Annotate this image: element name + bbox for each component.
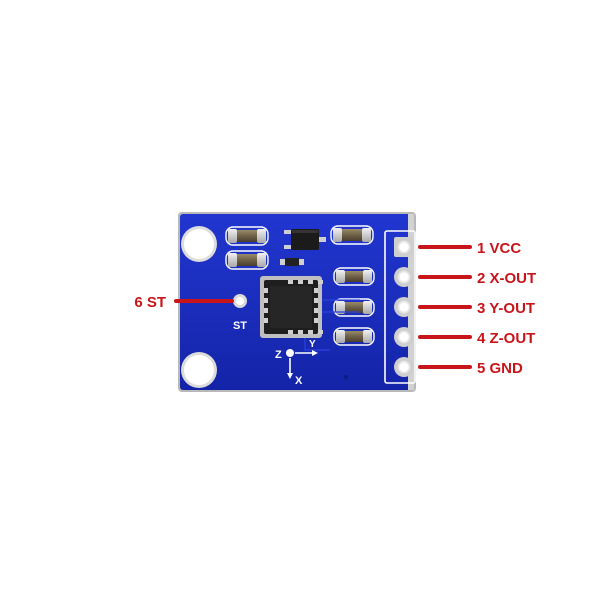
header-pad xyxy=(394,267,414,287)
mounting-hole-top xyxy=(184,229,214,259)
pin-label: 3 Y-OUT xyxy=(477,300,535,317)
pin-callout: 3 Y-OUT xyxy=(418,300,535,317)
header-pad xyxy=(394,237,414,257)
axis-x-label: X xyxy=(295,375,303,387)
pin-label: 2 X-OUT xyxy=(477,270,536,287)
mounting-holes xyxy=(181,226,217,388)
st-callout: 6 ST xyxy=(134,294,234,311)
axis-z-label: Z xyxy=(275,349,282,361)
smd-components xyxy=(225,225,375,346)
via-dot xyxy=(344,375,348,379)
transistor xyxy=(284,229,326,250)
header-pad xyxy=(394,297,414,317)
pin-label: 5 GND xyxy=(477,360,523,377)
pin-callout: 4 Z-OUT xyxy=(418,330,535,347)
pin-label: 1 VCC xyxy=(477,240,521,257)
header-pad xyxy=(394,327,414,347)
pin-callout: 5 GND xyxy=(418,360,523,377)
smd-capacitor xyxy=(333,267,375,286)
accelerometer-chip xyxy=(260,276,323,338)
small-diode xyxy=(280,258,304,266)
mounting-hole-bottom xyxy=(184,355,214,385)
smd-capacitor xyxy=(225,250,269,270)
header-silkscreen xyxy=(384,230,416,384)
silkscreen-st-label: ST xyxy=(233,320,247,332)
smd-capacitor xyxy=(225,226,269,246)
axis-marking: Z Y X xyxy=(275,339,318,387)
st-test-point xyxy=(233,294,247,308)
axis-y-arrow-icon xyxy=(312,350,318,356)
pin-callouts: 1 VCC 2 X-OUT 3 Y-OUT 4 Z-OUT 5 GND xyxy=(418,240,536,377)
smd-capacitor xyxy=(333,327,375,346)
header-pad xyxy=(394,357,414,377)
smd-capacitor xyxy=(333,298,375,317)
side-pin-label: 6 ST xyxy=(134,294,166,311)
smd-capacitor xyxy=(330,225,374,245)
axis-x-arrow-icon xyxy=(287,373,293,379)
header-pads xyxy=(394,237,414,377)
pcb-traces xyxy=(304,299,360,351)
pin-callout: 2 X-OUT xyxy=(418,270,536,287)
pin-callout: 1 VCC xyxy=(418,240,521,257)
axis-y-label: Y xyxy=(309,339,316,350)
pin-label: 4 Z-OUT xyxy=(477,330,535,347)
axis-origin-dot xyxy=(286,349,294,357)
